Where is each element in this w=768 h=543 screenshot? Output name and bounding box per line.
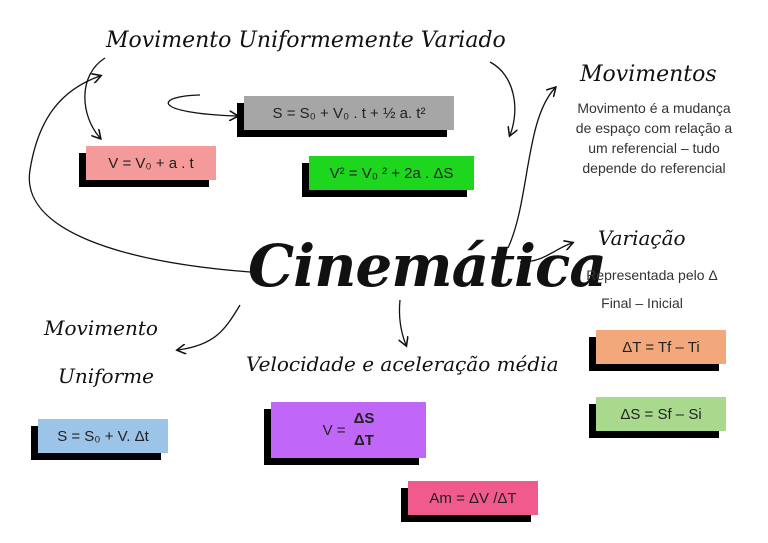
mu-heading-line-2: Uniforme [58, 364, 154, 388]
muv-heading: Movimento Uniformemente Variado [106, 28, 506, 53]
formula-delta-s: ΔS = Sf – Si [596, 397, 726, 431]
card-muv-position: S = S₀ + V₀ . t + ½ a. t² [237, 96, 454, 137]
formula-delta-t: ΔT = Tf – Ti [596, 330, 726, 364]
formula-aceleracao-media: Am = ΔV /ΔT [408, 481, 538, 515]
vm-numerator: ΔS [353, 410, 375, 427]
card-delta-t: ΔT = Tf – Ti [589, 330, 726, 371]
card-velocidade-media: V = ΔS ΔT [264, 402, 426, 465]
variacao-line-2: Final – Inicial [601, 295, 683, 311]
movimentos-line-2: de espaço com relação a [575, 120, 733, 136]
mu-heading-line-1: Movimento [44, 316, 158, 340]
velocidade-heading: Velocidade e aceleração média [246, 352, 559, 376]
formula-muv-velocity: V = V₀ + a . t [86, 146, 216, 180]
movimentos-heading: Movimentos [580, 62, 717, 87]
movimentos-line-1: Movimento é a mudança [577, 100, 731, 116]
card-muv-velocity: V = V₀ + a . t [79, 146, 216, 187]
card-mu-position: S = S₀ + V. Δt [31, 419, 168, 460]
formula-velocidade-media: V = ΔS ΔT [271, 402, 426, 458]
vm-fraction: ΔS ΔT [354, 408, 375, 452]
movimentos-text: Movimento é a mudança de espaço com rela… [558, 98, 750, 178]
card-torricelli: V² = V₀ ² + 2a . ΔS [302, 156, 474, 197]
formula-muv-position: S = S₀ + V₀ . t + ½ a. t² [244, 96, 454, 130]
variacao-heading: Variação [598, 226, 686, 250]
formula-mu-position: S = S₀ + V. Δt [38, 419, 168, 453]
card-aceleracao-media: Am = ΔV /ΔT [401, 481, 538, 522]
movimentos-line-4: depende do referencial [582, 160, 726, 176]
vm-left: V = [322, 421, 346, 439]
variacao-line-1: Representada pelo Δ [586, 267, 718, 283]
movimentos-line-3: um referencial – tudo [588, 140, 720, 156]
formula-torricelli: V² = V₀ ² + 2a . ΔS [309, 156, 474, 190]
vm-denominator: ΔT [353, 432, 374, 449]
page-title: Cinemática [248, 232, 607, 300]
card-delta-s: ΔS = Sf – Si [589, 397, 726, 438]
